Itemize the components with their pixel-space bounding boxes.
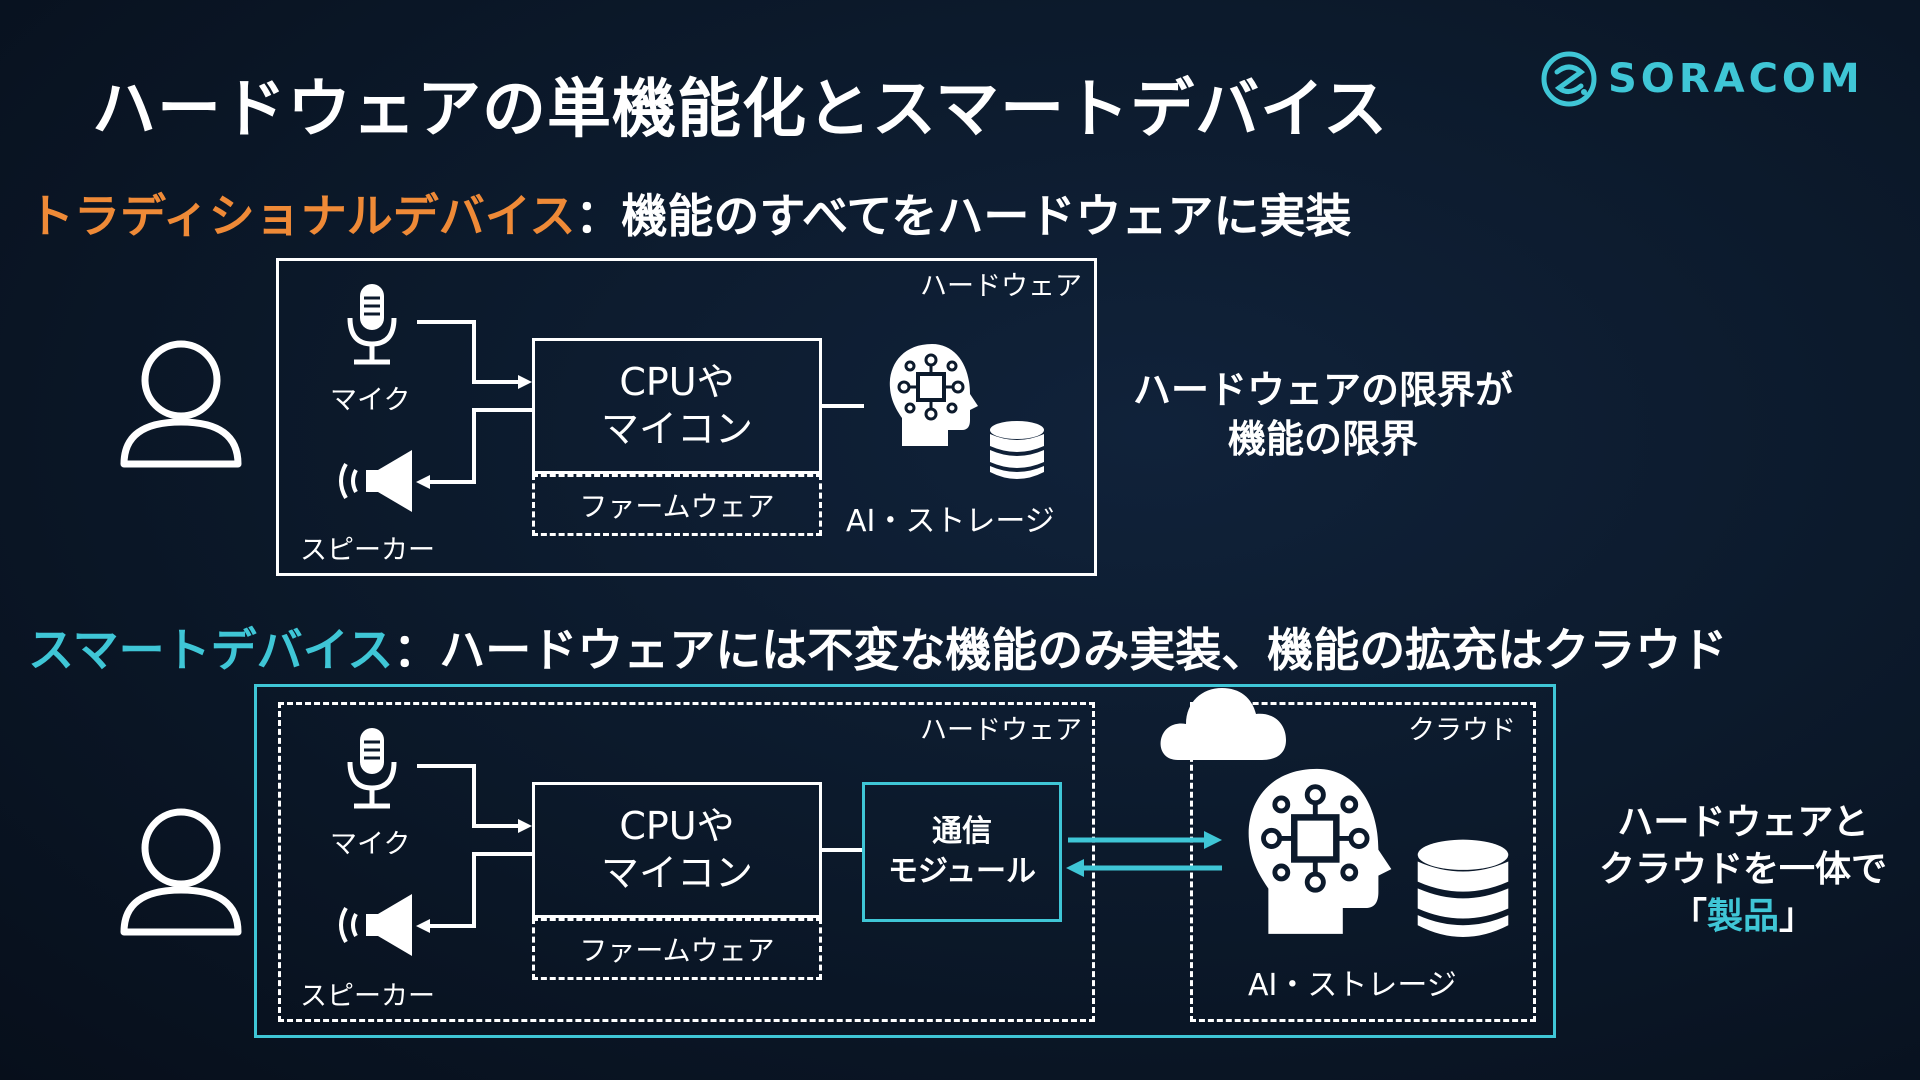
traditional-cpu-box: CPUや マイコン (532, 338, 822, 474)
smart-note-open: 「 (1670, 895, 1707, 937)
speaker-icon (339, 450, 412, 512)
page-title: ハードウェアの単機能化とスマートデバイス (92, 73, 1389, 147)
microphone-icon (347, 728, 397, 809)
smart-cloud-box (1190, 702, 1536, 1022)
smart-hardware-box (278, 702, 1095, 1022)
traditional-heading: トラディショナルデバイス：機能のすべてをハードウェアに実装 (28, 180, 1351, 246)
smart-heading-accent: スマートデバイス (28, 623, 394, 677)
ai-head-icon (1248, 768, 1392, 934)
traditional-hardware-label: ハードウェア (920, 271, 1082, 302)
smart-heading-rest: ：ハードウェアには不変な機能のみ実装、機能の拡充はクラウド (393, 623, 1728, 677)
user-icon (120, 340, 242, 468)
smart-note-line2: クラウドを一体で (1598, 848, 1887, 890)
smart-speaker-label: スピーカー (300, 981, 435, 1012)
speaker-icon (339, 894, 412, 956)
smart-cpu-line2: マイコン (600, 851, 753, 895)
traditional-hardware-box (276, 258, 1097, 576)
smart-heading: スマートデバイス：ハードウェアには不変な機能のみ実装、機能の拡充はクラウド (28, 614, 1727, 680)
soracom-logo: SORACOM (1540, 50, 1864, 108)
smart-firmware-label: ファームウェア (579, 934, 775, 967)
smart-mic-label: マイク (330, 829, 411, 860)
microphone-icon (347, 284, 397, 365)
smart-note-product: 製品 (1706, 895, 1779, 937)
traditional-note-line1: ハードウェアの限界が (1132, 368, 1513, 412)
traditional-speaker-label: スピーカー (300, 535, 435, 566)
smart-note-line3: 「製品」 (1566, 894, 1920, 941)
smart-cloud-label: クラウド (1408, 715, 1516, 746)
smart-product-box (254, 684, 1556, 1038)
traditional-note-line2: 機能の限界 (1227, 417, 1418, 462)
traditional-ai-storage-label: AI・ストレージ (846, 504, 1055, 539)
ai-head-icon (889, 344, 978, 446)
smart-comm-module-box: 通信 モジュール (862, 782, 1062, 922)
traditional-mic-label: マイク (330, 385, 411, 416)
traditional-cpu-line2: マイコン (600, 407, 753, 451)
smart-ai-storage-label: AI・ストレージ (1248, 968, 1457, 1003)
smart-cpu-line1: CPUや (619, 803, 735, 848)
smart-note: ハードウェアと クラウドを一体で 「製品」 (1566, 800, 1920, 940)
soracom-logo-icon (1541, 51, 1597, 107)
smart-hardware-label: ハードウェア (920, 715, 1082, 746)
traditional-heading-rest: ：機能のすべてをハードウェアに実装 (575, 189, 1352, 243)
storage-icon (1417, 839, 1509, 937)
traditional-cpu-line1: CPUや (619, 359, 735, 404)
smart-cpu-box: CPUや マイコン (532, 782, 822, 918)
traditional-note: ハードウェアの限界が 機能の限界 (1118, 366, 1528, 465)
smart-comm-line1: 通信 (932, 813, 992, 849)
logo-text: SORACOM (1608, 56, 1864, 102)
cloud-icon (1160, 688, 1286, 760)
smart-firmware-box: ファームウェア (532, 918, 822, 980)
storage-icon (990, 421, 1044, 479)
traditional-firmware-label: ファームウェア (579, 490, 775, 523)
smart-note-line1: ハードウェアと (1617, 802, 1869, 843)
traditional-firmware-box: ファームウェア (532, 474, 822, 536)
user-icon (120, 808, 242, 936)
smart-note-close: 」 (1779, 895, 1816, 937)
traditional-heading-accent: トラディショナルデバイス (28, 189, 576, 243)
smart-comm-line2: モジュール (888, 854, 1036, 889)
